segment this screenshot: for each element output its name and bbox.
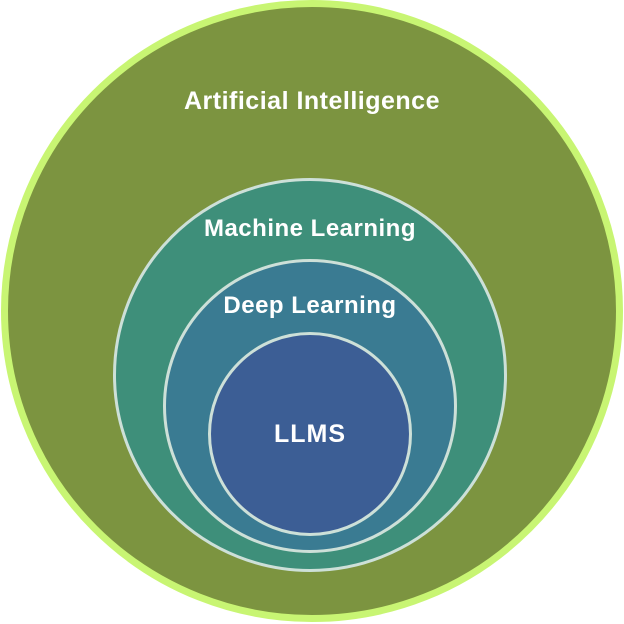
- label-llms: LLMS: [273, 419, 347, 448]
- label-deep-learning: Deep Learning: [223, 292, 397, 319]
- label-artificial-intelligence: Artificial Intelligence: [183, 87, 440, 115]
- circle-llms: LLMS: [208, 332, 412, 536]
- label-machine-learning: Machine Learning: [203, 215, 417, 242]
